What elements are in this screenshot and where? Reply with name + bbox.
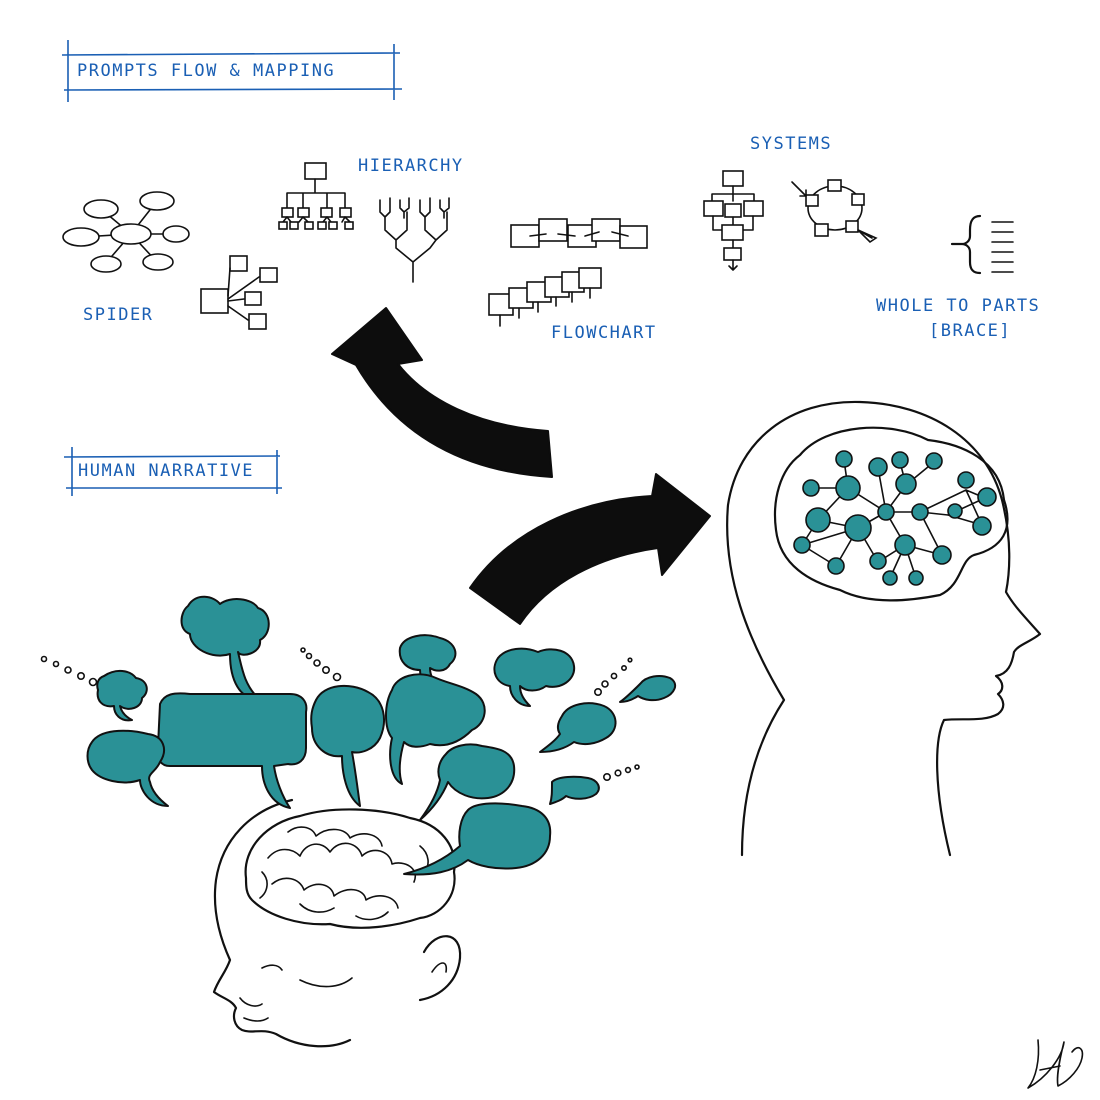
ear-outline xyxy=(418,935,462,1002)
systems-label: SYSTEMS xyxy=(750,134,832,154)
box-cluster-icon xyxy=(200,255,278,330)
spider-diagram-icon xyxy=(62,191,190,273)
face-features xyxy=(239,964,353,1022)
speech-bubble-icon xyxy=(86,595,677,876)
human-heading-box: HUMAN NARRATIVE xyxy=(63,447,282,496)
systems-cycle-icon xyxy=(791,179,878,244)
brain-icon xyxy=(244,808,456,929)
arrow-to-prompts-icon xyxy=(331,307,553,478)
spider-label: SPIDER xyxy=(83,305,153,325)
human-heading: HUMAN NARRATIVE xyxy=(78,461,254,481)
left-head-outline xyxy=(212,798,352,1048)
network-icon xyxy=(793,450,997,586)
bracket-tree-icon xyxy=(379,197,450,283)
hierarchy-tree-icon xyxy=(278,162,354,230)
brace-label: [BRACE] xyxy=(929,321,1011,341)
whole-to-parts-label: WHOLE TO PARTS xyxy=(876,296,1040,316)
signature-icon xyxy=(1027,1039,1084,1089)
arrow-to-head-icon xyxy=(469,473,711,625)
prompts-heading: PROMPTS FLOW & MAPPING xyxy=(77,61,335,81)
flowchart-icon xyxy=(488,218,648,327)
head-profile-outline xyxy=(726,400,1042,857)
hierarchy-label: HIERARCHY xyxy=(358,156,464,176)
ellipsis-dots xyxy=(40,647,640,781)
systems-flow-icon xyxy=(703,170,764,271)
ear-inner xyxy=(431,962,448,973)
brain-outline xyxy=(773,426,1009,602)
prompts-heading-box: PROMPTS FLOW & MAPPING xyxy=(61,40,403,102)
brace-icon xyxy=(950,214,1014,275)
flowchart-label: FLOWCHART xyxy=(551,323,657,343)
